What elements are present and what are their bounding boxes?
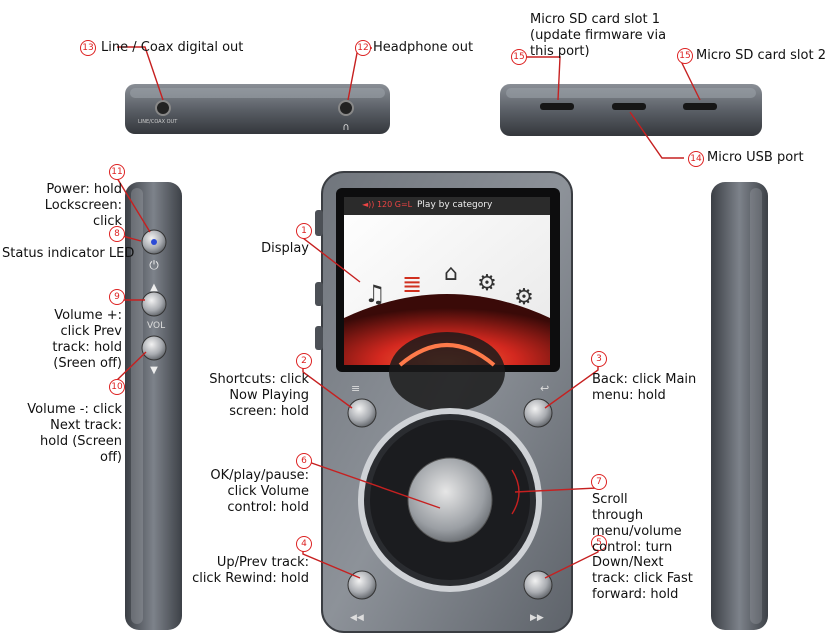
settings-icon: ⚙ [514, 285, 534, 310]
settings-audio-icon: ⚙ [477, 271, 497, 296]
callout-number-2: 2 [296, 353, 312, 369]
callout-number-10: 10 [109, 379, 125, 395]
volume-down-button[interactable] [141, 335, 167, 361]
volume-up-button[interactable] [141, 291, 167, 317]
callout-text-usb: Micro USB port [707, 150, 804, 165]
display: ♫ ≣ ⌂ ⚙ ⚙ [344, 197, 550, 412]
callout-text-ok: OK/play/pause: click Volume control: hol… [210, 468, 309, 515]
callout-text-sd-slot-2: Micro SD card slot 2 [696, 48, 826, 63]
screen-volume-status: ◄)) 120 G=L [362, 200, 413, 209]
line-out-port [155, 100, 171, 116]
callout-text-shortcuts: Shortcuts: click Now Playing screen: hol… [209, 372, 309, 419]
callout-number-5: 5 [591, 535, 607, 551]
vol-label: VOL [147, 321, 166, 331]
line-coax-port-label: LINE/COAX OUT [138, 119, 178, 125]
power-icon: ⏻ [149, 258, 159, 272]
callout-text-back: Back: click Main menu: hold [592, 372, 697, 403]
top-edge-view [500, 84, 762, 136]
callout-number-6: 6 [296, 453, 312, 469]
callout-number-13a: 13 [80, 40, 96, 56]
right-side-view [711, 182, 768, 630]
fast-forward-icon: ▶▶ [530, 613, 544, 623]
music-icon: ♫ [364, 280, 386, 308]
headphone-icon: ∩ [342, 122, 349, 133]
prev-button[interactable] [347, 570, 377, 600]
callout-text-headphone: Headphone out [373, 40, 474, 55]
usb-port [612, 103, 646, 110]
rewind-icon: ◀◀ [350, 613, 364, 623]
sd-slot-2 [683, 103, 717, 110]
callout-text-display: Display [261, 241, 309, 256]
callout-number-4: 4 [296, 536, 312, 552]
bottom-edge-view: ∩ [125, 84, 390, 134]
callout-text-led: Status indicator LED [2, 246, 135, 261]
down-arrow-icon: ▼ [150, 365, 158, 376]
status-led [151, 239, 157, 245]
callout-number-7: 7 [591, 474, 607, 490]
callout-text-scroll: Scroll through menu/volume control: turn [592, 492, 682, 555]
back-button[interactable] [523, 398, 553, 428]
left-side-view: ⏻ ▲ ▼ [125, 182, 182, 630]
callout-text-prev: Up/Prev track: click Rewind: hold [192, 555, 309, 586]
callout-text-next: Down/Next track: click Fast forward: hol… [592, 555, 693, 602]
callout-text-volume-down: Volume -: click Next track: hold (Screen… [27, 402, 122, 465]
menu-icon: ≡ [351, 382, 360, 395]
headphone-port [338, 100, 354, 116]
screen-title: Play by category [417, 200, 493, 210]
folder-icon: ⌂ [444, 261, 458, 286]
callout-number-8: 8 [109, 226, 125, 242]
next-button[interactable] [523, 570, 553, 600]
callout-number-3: 3 [591, 351, 607, 367]
callout-number-15b: 15 [677, 48, 693, 64]
callout-number-14: 14 [688, 151, 704, 167]
back-arrow-icon: ↩ [540, 382, 549, 395]
callout-text-power: Power: hold Lockscreen: click [44, 182, 122, 229]
sd-slot-1 [540, 103, 574, 110]
callout-text-volume-up: Volume +: click Prev track: hold (Sreen … [52, 308, 122, 371]
callout-number-1: 1 [296, 223, 312, 239]
playlist-icon: ≣ [402, 270, 422, 298]
callout-number-9: 9 [109, 289, 125, 305]
up-arrow-icon: ▲ [150, 282, 158, 293]
callout-number-11: 11 [109, 164, 125, 180]
device-front: ♫ ≣ ⌂ ⚙ ⚙ ≡ ↩ ◀◀ ▶▶ [315, 171, 573, 633]
callout-text-line-coax: Line / Coax digital out [101, 40, 244, 55]
ok-button[interactable] [407, 457, 493, 543]
shortcut-button[interactable] [347, 398, 377, 428]
callout-number-15a: 15 [511, 49, 527, 65]
callout-number-12: 12 [355, 40, 371, 56]
callout-text-sd-slot-1: Micro SD card slot 1 (update firmware vi… [530, 12, 667, 59]
